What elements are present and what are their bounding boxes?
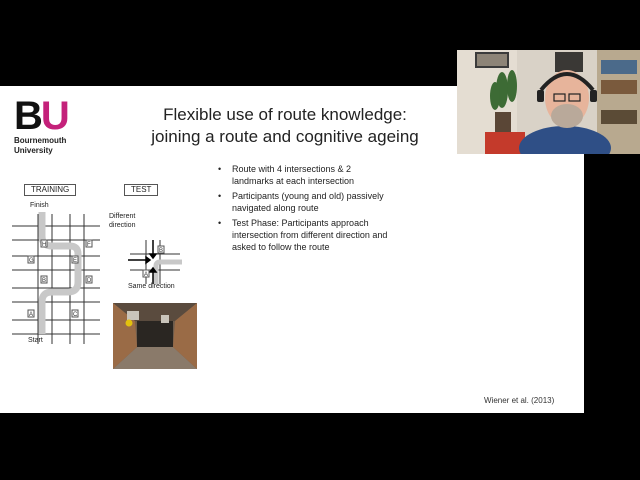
svg-text:F: F xyxy=(87,242,91,248)
bullet-list: Route with 4 intersections & 2 landmarks… xyxy=(218,163,388,256)
same-direction-label: Same direction xyxy=(128,283,175,290)
svg-text:A: A xyxy=(144,272,148,278)
svg-text:B: B xyxy=(159,248,163,254)
different-direction-label-2: direction xyxy=(109,222,136,229)
svg-text:H: H xyxy=(42,242,46,248)
finish-label: Finish xyxy=(30,202,49,209)
bullet-item: Test Phase: Participants approach inters… xyxy=(218,217,388,253)
citation: Wiener et al. (2013) xyxy=(484,396,555,405)
test-label: TEST xyxy=(124,184,159,196)
training-label: TRAINING xyxy=(24,184,77,196)
university-logo: BU Bournemouth University xyxy=(14,96,84,155)
svg-text:G: G xyxy=(29,258,34,264)
different-direction-label-1: Different xyxy=(109,213,136,220)
route-diagram: A B C D E F G H B A xyxy=(12,212,182,344)
bullet-item: Participants (young and old) passively n… xyxy=(218,190,388,214)
svg-text:D: D xyxy=(87,278,92,284)
bullet-item: Route with 4 intersections & 2 landmarks… xyxy=(218,163,388,187)
start-label: Start xyxy=(28,337,43,344)
logo-text-line1: Bournemouth xyxy=(14,136,67,145)
svg-text:E: E xyxy=(73,258,77,264)
svg-text:B: B xyxy=(42,278,46,284)
svg-text:C: C xyxy=(73,312,78,318)
logo-text-line2: University xyxy=(14,146,53,155)
virtual-corridor-image xyxy=(113,303,197,369)
presenter-webcam-video xyxy=(457,50,640,154)
svg-text:A: A xyxy=(29,312,33,318)
slide-title: Flexible use of route knowledge: joining… xyxy=(151,105,419,146)
